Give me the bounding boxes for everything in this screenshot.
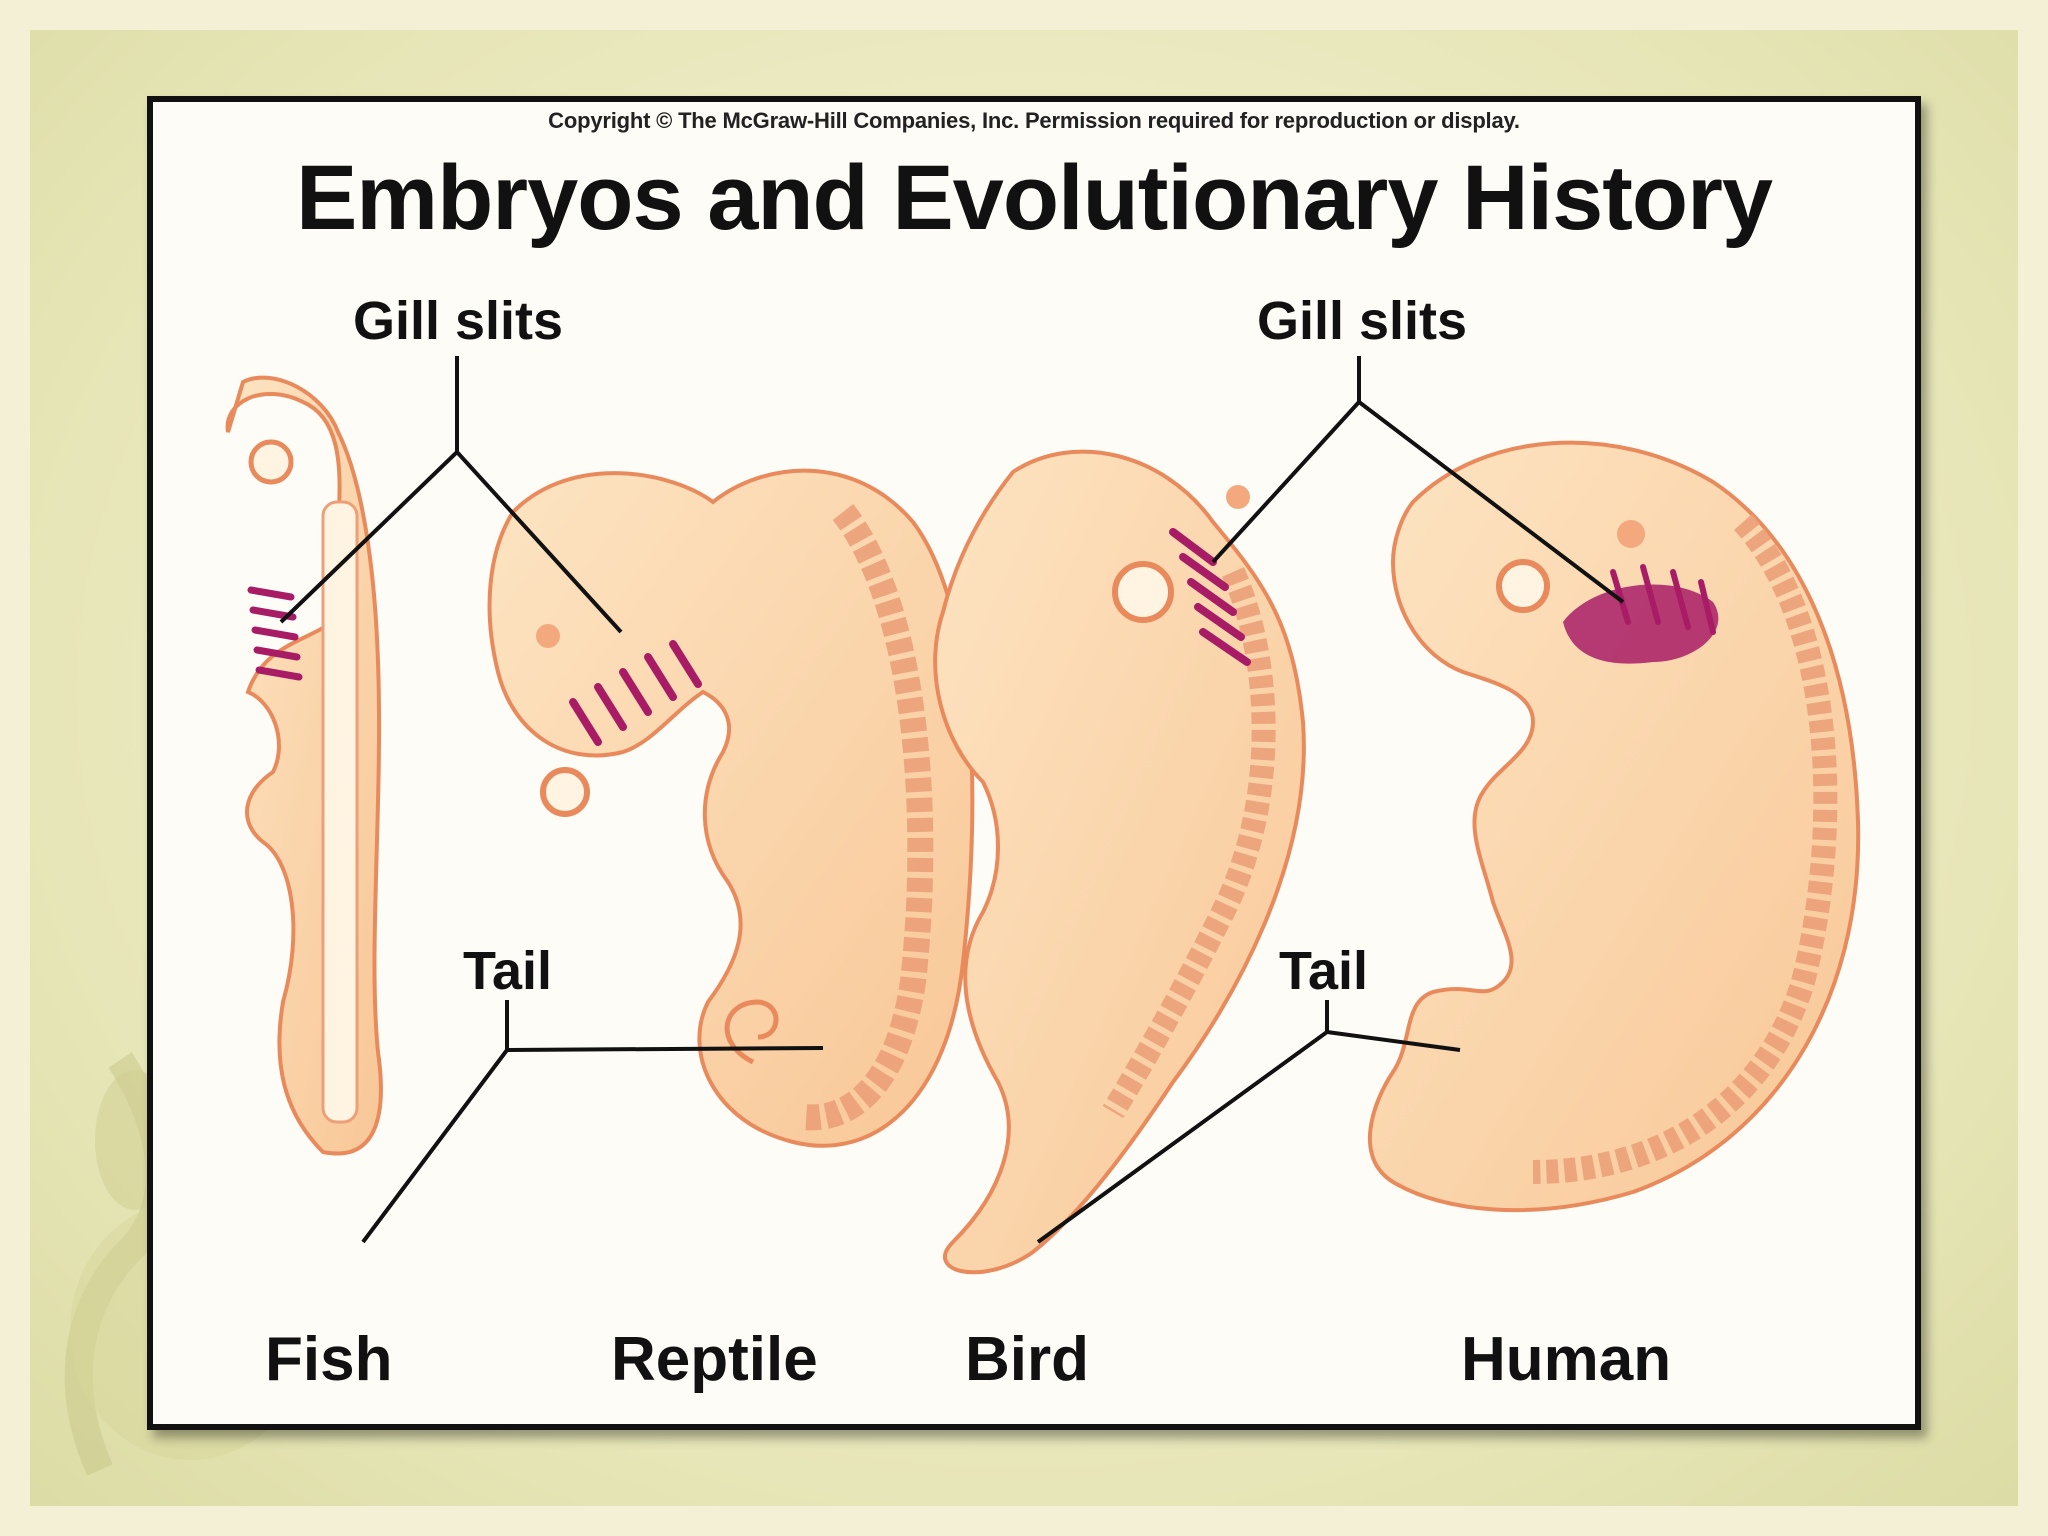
species-label-human: Human — [1461, 1325, 1672, 1394]
human-embryo — [1367, 440, 1861, 1213]
tail-label-right: Tail — [1279, 941, 1369, 1001]
fish-embryo — [225, 375, 383, 1156]
gill-slits-label-right: Gill slits — [1257, 291, 1468, 351]
figure-title: Embryos and Evolutionary History — [295, 147, 1773, 249]
embryo-illustration — [225, 356, 1861, 1275]
species-label-bird: Bird — [965, 1325, 1089, 1394]
copyright-notice: Copyright © The McGraw-Hill Companies, I… — [548, 108, 1520, 133]
gill-slits-label-left: Gill slits — [353, 291, 564, 351]
reptile-embryo — [487, 468, 975, 1148]
tail-label-left: Tail — [463, 941, 553, 1001]
bird-embryo — [933, 449, 1306, 1275]
leader-lines — [279, 356, 1625, 1244]
species-label-fish: Fish — [265, 1325, 393, 1394]
figure-frame: Copyright © The McGraw-Hill Companies, I… — [147, 96, 1921, 1430]
species-label-reptile: Reptile — [611, 1325, 818, 1394]
